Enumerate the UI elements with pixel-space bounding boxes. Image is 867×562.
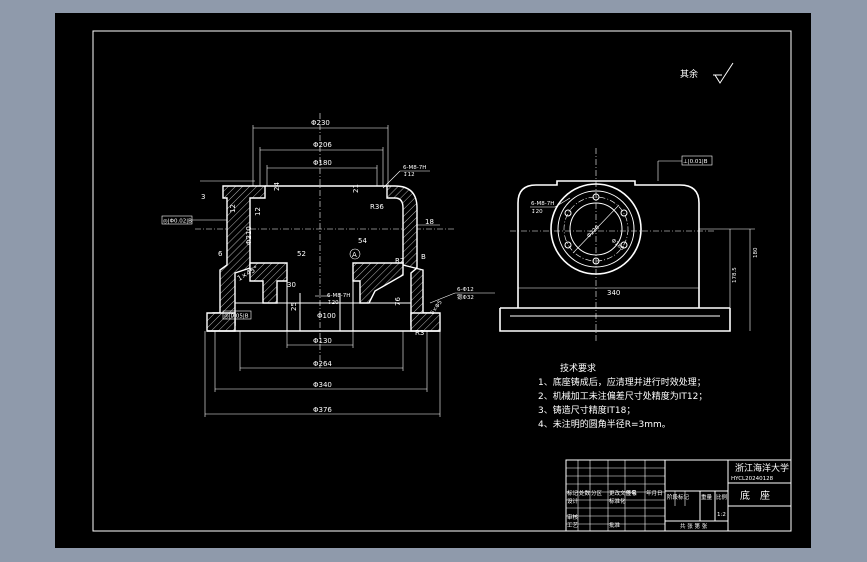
dim-d100: Φ100: [317, 312, 336, 320]
tb-school: 浙江海洋大学: [735, 462, 789, 474]
roughness-note: 其余: [680, 62, 734, 84]
side-tapped-holes: [564, 193, 628, 265]
dim-54: 54: [358, 237, 367, 245]
roughness-symbol-icon: [714, 62, 734, 84]
tech-note-1: 1、底座铸成后，应清理并进行时效处理；: [538, 376, 706, 388]
tb-role-4: 标准化: [609, 497, 626, 505]
side-dim-h2: 180: [753, 247, 759, 258]
side-tolerance-text: ⊥|0.01|B: [683, 159, 708, 165]
dim-21: 21: [352, 184, 360, 193]
side-slot-label: 6-M8-7H: [531, 201, 554, 207]
tech-note-4: 4、未注明的圆角半径R=3mm。: [538, 418, 671, 430]
dim-3: 3: [201, 193, 205, 201]
tech-notes: 技术要求 1、底座铸成后，应清理并进行时效处理； 2、机械加工未注偏差尺寸处精度…: [538, 362, 707, 430]
dim-r36: R36: [370, 203, 384, 211]
tolerance-frame-left-text: ◎|Φ0.02|B: [163, 219, 192, 225]
title-block: 标记 处数 分区 更改文件号 签名 年月日 设计 审核 工艺 标准化 批准 阶段…: [565, 459, 792, 532]
tb-role-5: 批准: [609, 521, 621, 529]
tb-role-1: 设计: [567, 497, 579, 505]
dim-76: 76: [394, 297, 402, 306]
bolt-label: 6-Φ12: [457, 287, 474, 293]
dim-18: 18: [425, 218, 434, 226]
dim-6: 6: [218, 250, 223, 258]
dim-30: 30: [287, 281, 296, 289]
side-view: Φ220 Φ180 6-M8-7H ↧20 ⊥|0.01|B 340 178.5…: [499, 148, 759, 343]
tolerance-frame-bottom-text: ◎|0.05|B: [224, 314, 249, 320]
hole-depth-top: ↧12: [403, 172, 415, 178]
tb-row-label-5: 签名: [626, 489, 637, 497]
dim-25: 25: [290, 302, 298, 311]
tb-part-name: 底 座: [740, 489, 770, 502]
section-inner-boss-right: [352, 262, 404, 304]
tb-row-label-1: 标记: [567, 489, 579, 497]
datum-b: B: [421, 253, 426, 261]
side-dim-h1: 178.5: [732, 267, 738, 283]
tb-sheet-info: 共 张 第 张: [680, 522, 708, 530]
tolerance-frame-bottom: [222, 310, 252, 320]
tech-note-2: 2、机械加工未注偏差尺寸处精度为IT12；: [538, 390, 707, 402]
front-section-view: Φ230 Φ206 Φ180 3 24 21 12 12 18 Φ210 6 R…: [161, 113, 495, 417]
tap-label: 6-M8-7H: [327, 293, 350, 299]
cad-drawing: 其余 Φ230 Φ206: [92, 30, 792, 532]
tb-role-2: 审核: [567, 513, 579, 521]
side-bore-outer: [550, 183, 642, 275]
dim-12b: 12: [254, 207, 262, 216]
dim-d180: Φ180: [313, 159, 332, 167]
tech-note-3: 3、铸造尺寸精度IT18；: [538, 404, 635, 416]
side-tolerance-frame: [681, 155, 713, 166]
dim-d340: Φ340: [313, 381, 332, 389]
dim-r2: R2: [395, 257, 404, 265]
dim-12: 12: [229, 204, 237, 213]
dim-d264: Φ264: [313, 360, 332, 368]
tb-scale: 1:2: [717, 512, 726, 518]
tb-row-label-4: 更改文件号: [609, 489, 637, 497]
tb-scale-label: 比例: [716, 493, 728, 501]
side-d180: Φ180: [610, 238, 626, 252]
side-dim-340: 340: [607, 289, 620, 297]
tech-notes-heading: 技术要求: [560, 362, 596, 374]
dim-24: 24: [273, 182, 281, 191]
datum-a-circle-icon: [349, 248, 361, 260]
hole-label-top: 6-M8-7H: [403, 165, 426, 171]
dim-d230: Φ230: [311, 119, 330, 127]
side-bore-mid: [557, 190, 635, 268]
tb-stage-label: 阶段标记: [667, 493, 690, 501]
side-pcd: Φ220: [586, 224, 601, 239]
tb-role-3: 工艺: [567, 522, 579, 529]
dim-phi210: Φ210: [245, 226, 253, 245]
roughness-label: 其余: [680, 68, 698, 80]
dim-r3: R3: [415, 329, 424, 337]
drawing-frame: 其余 Φ230 Φ206: [55, 13, 811, 548]
dim-d376: Φ376: [313, 406, 332, 414]
dim-52: 52: [297, 250, 306, 258]
bolt-label2: 锪Φ32: [457, 293, 474, 301]
dim-d130: Φ130: [313, 337, 332, 345]
tb-row-label-2: 处数: [579, 489, 591, 497]
inner-border: [92, 30, 792, 532]
side-body-outline: [517, 180, 700, 308]
side-bolt-circle: [563, 196, 629, 262]
tap-depth: ↧20: [327, 300, 339, 306]
dim-d206: Φ206: [313, 141, 332, 149]
tb-row-label-3: 分区: [591, 489, 603, 497]
side-bore-inner: [569, 202, 623, 256]
tb-weight-label: 重量: [701, 493, 713, 501]
mark-a: A: [352, 251, 357, 259]
tb-row-label-6: 年月日: [646, 489, 663, 497]
side-slot-depth: ↧20: [531, 209, 543, 215]
side-base-outline: [499, 308, 731, 332]
tb-code: HYCL20240128: [731, 476, 774, 482]
